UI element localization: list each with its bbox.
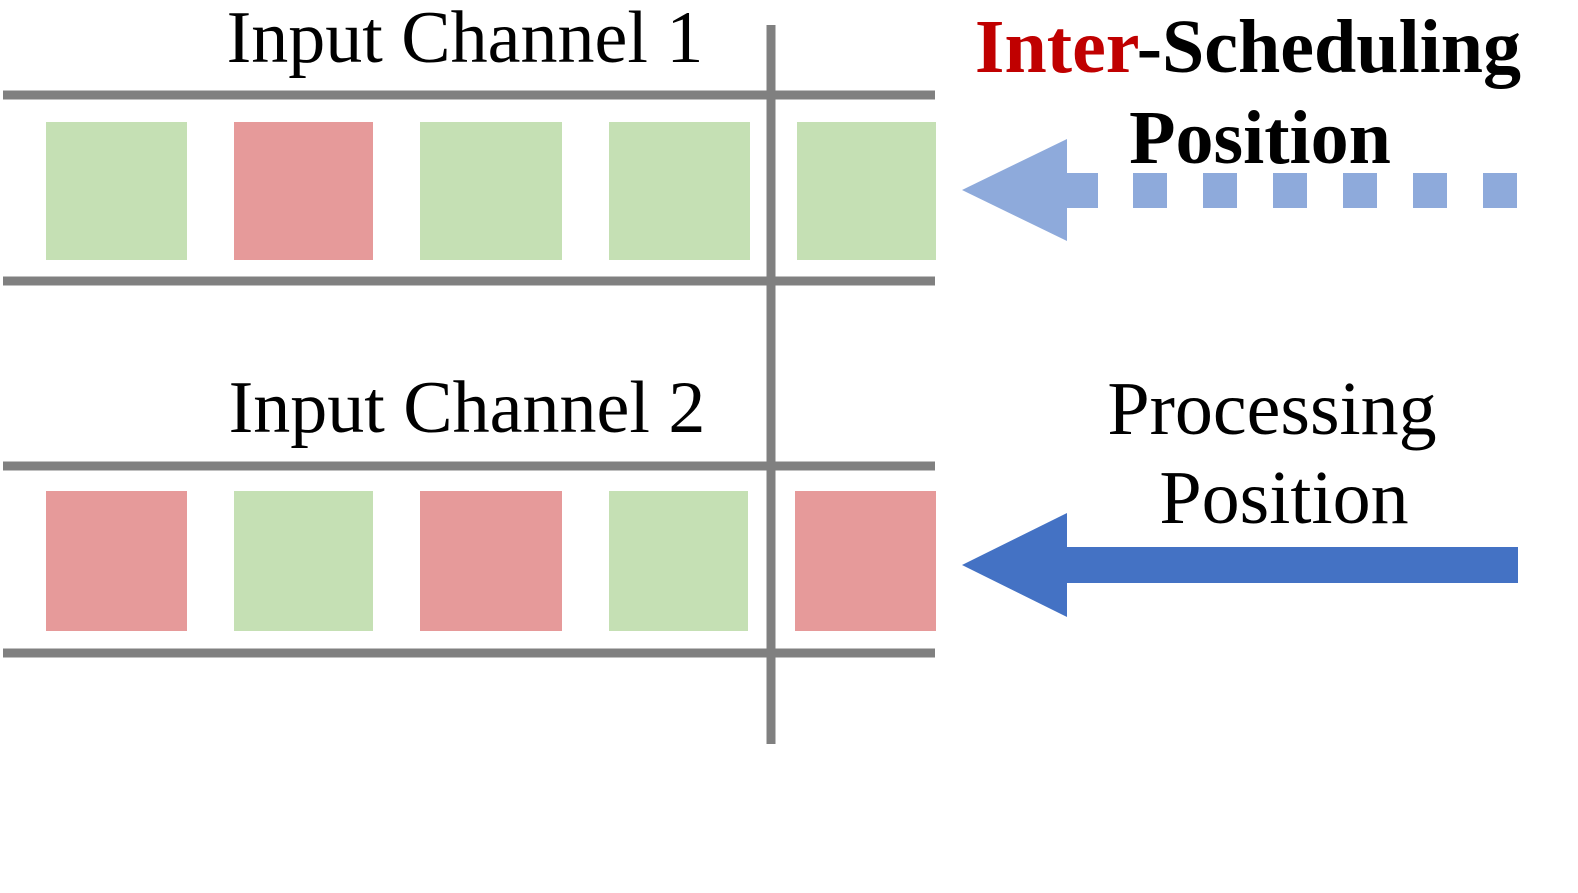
processing-arrow-shaft xyxy=(1062,547,1518,583)
channel-2-cell-3-invalid xyxy=(420,491,562,631)
inter-scheduling-arrow xyxy=(962,139,1517,241)
inter-scheduling-position-label: Position xyxy=(1129,96,1391,180)
channel-1-cell-5-valid xyxy=(797,122,936,260)
inter-scheduling-dash xyxy=(1483,173,1517,208)
channel-1-cell-4-valid xyxy=(609,122,750,260)
processing-arrowhead xyxy=(962,513,1067,617)
channel-1-cells xyxy=(46,122,936,260)
inter-scheduling-arrowhead xyxy=(962,139,1067,241)
inter-scheduling-dash xyxy=(1343,173,1377,208)
channel-1-cell-1-valid xyxy=(46,122,187,260)
inter-scheduling-dash xyxy=(1273,173,1307,208)
inter-scheduling-dash xyxy=(1413,173,1447,208)
inter-scheduling-label: Inter-Scheduling xyxy=(975,5,1521,89)
channel-1-cell-3-valid xyxy=(420,122,562,260)
channel-2-cells xyxy=(46,491,936,631)
inter-scheduling-suffix: -Scheduling xyxy=(1137,5,1521,89)
channel-2-cell-5-invalid xyxy=(795,491,936,631)
processing-position-label: Position xyxy=(1159,456,1408,540)
processing-label: Processing xyxy=(1107,367,1436,451)
inter-scheduling-dash xyxy=(1133,173,1167,208)
processing-arrow xyxy=(962,513,1518,617)
inter-scheduling-prefix: Inter xyxy=(975,5,1139,89)
channel-1-label: Input Channel 1 xyxy=(227,0,704,79)
inter-scheduling-dash xyxy=(1203,173,1237,208)
channel-2-cell-1-invalid xyxy=(46,491,187,631)
channel-2-cell-4-valid xyxy=(609,491,748,631)
channel-2-label: Input Channel 2 xyxy=(229,367,706,449)
channel-2-cell-2-valid xyxy=(234,491,373,631)
inter-scheduling-dashes xyxy=(1062,173,1517,208)
channel-1-cell-2-invalid xyxy=(234,122,373,260)
inter-scheduling-dash xyxy=(1062,173,1098,208)
